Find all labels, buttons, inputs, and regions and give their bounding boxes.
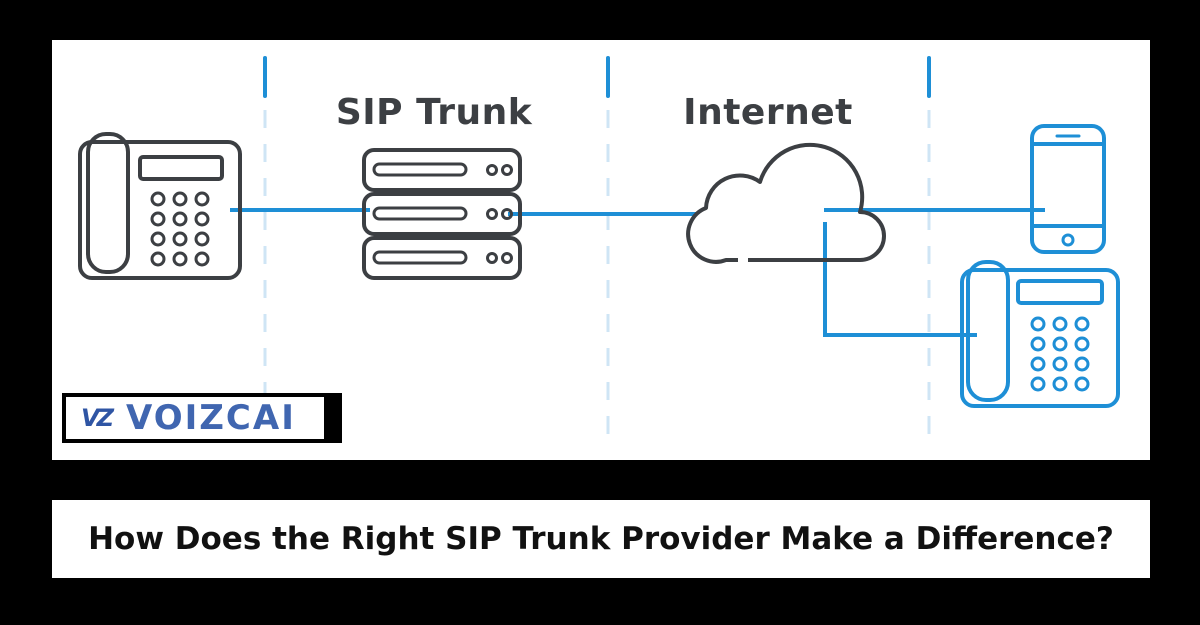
cloud-icon: [686, 142, 886, 264]
server-rack-icon: [362, 148, 522, 280]
column-label-internet: Internet: [683, 92, 853, 133]
caption-title: How Does the Right SIP Trunk Provider Ma…: [88, 521, 1114, 557]
column-dividers: [263, 56, 931, 98]
mobile-home-button: [1061, 233, 1075, 247]
remote-phone-keypad: [1030, 316, 1090, 392]
server-unit-1: [362, 148, 522, 192]
remote-phone-handset: [966, 260, 1010, 402]
connection-lines: [230, 208, 1045, 337]
mobile-body: [1030, 124, 1106, 254]
remote-phone-body: [960, 268, 1120, 408]
link-cloud-to-desk-phone: [823, 222, 977, 337]
phone-handset: [86, 132, 130, 274]
logo-end-bar: [324, 397, 338, 439]
phone-body: [78, 140, 242, 280]
phone-screen: [138, 155, 224, 181]
logo-text: VOIZCAI: [126, 398, 296, 438]
cloud-gap: [738, 257, 748, 263]
cloud-outline: [686, 142, 886, 264]
sip-trunk-diagram: SIP Trunk Internet VZ VOIZCAI: [52, 40, 1150, 460]
column-label-sip-trunk: SIP Trunk: [335, 92, 533, 133]
server-unit-3: [362, 236, 522, 280]
remote-phone-screen: [1016, 279, 1104, 305]
phone-keypad: [150, 191, 210, 267]
smartphone-icon: [1030, 124, 1106, 254]
server-unit-2: [362, 192, 522, 236]
column-guides: [263, 110, 931, 440]
desk-phone-icon: [78, 132, 242, 280]
server-drive-slots: [372, 162, 468, 265]
desk-phone-icon: [960, 260, 1120, 408]
caption-bar: How Does the Right SIP Trunk Provider Ma…: [52, 500, 1150, 578]
logo-mark: VZ: [81, 404, 114, 432]
server-leds: [486, 164, 513, 264]
brand-logo: VZ VOIZCAI: [62, 393, 342, 443]
diagram-art: [78, 56, 1120, 440]
